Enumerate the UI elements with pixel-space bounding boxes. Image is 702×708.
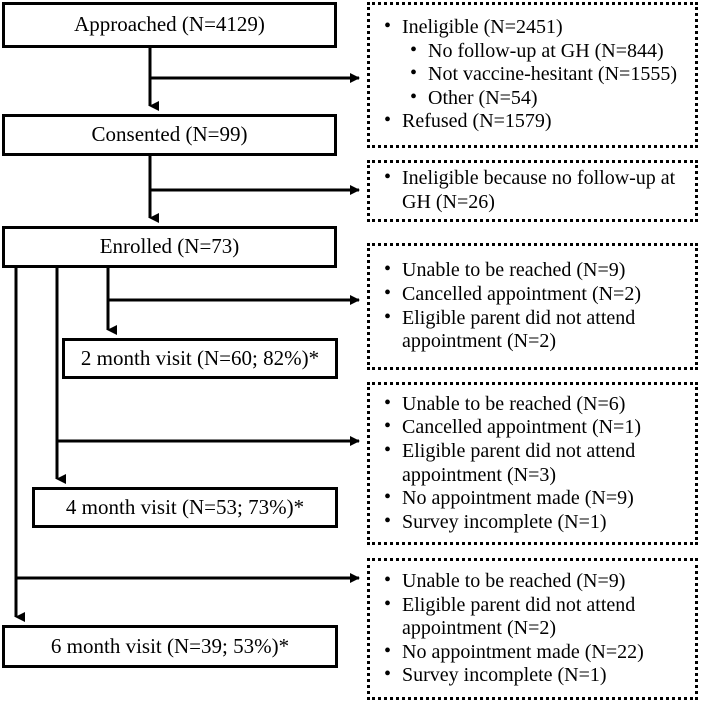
list-item: Survey incomplete (N=1): [380, 663, 687, 688]
list-item: Refused (N=1579): [380, 109, 687, 134]
node-visit-6-month-label: 6 month visit (N=39; 53%)*: [50, 633, 290, 658]
list-item: Eligible parent did not attend appointme…: [380, 593, 687, 641]
list-item: Unable to be reached (N=9): [380, 258, 687, 283]
sidebox-losses-visit4-list: Unable to be reached (N=6) Cancelled app…: [370, 392, 695, 535]
list-item: Ineligible (N=2451): [380, 15, 687, 40]
node-visit-6-month: 6 month visit (N=39; 53%)*: [2, 625, 338, 668]
node-enrolled: Enrolled (N=73): [2, 226, 337, 268]
node-consented-label: Consented (N=99): [91, 122, 248, 147]
sidebox-exclusions-screening-list: Ineligible (N=2451) No follow-up at GH (…: [370, 15, 695, 134]
list-item: No appointment made (N=22): [380, 640, 687, 665]
node-consented: Consented (N=99): [2, 114, 337, 156]
sidebox-losses-visit6: Unable to be reached (N=9) Eligible pare…: [367, 558, 698, 700]
sidebox-losses-visit6-list: Unable to be reached (N=9) Eligible pare…: [370, 569, 695, 688]
sidebox-losses-visit2: Unable to be reached (N=9) Cancelled app…: [367, 243, 698, 370]
list-item: Eligible parent did not attend appointme…: [380, 305, 687, 354]
list-item: No appointment made (N=9): [380, 486, 687, 511]
sidebox-exclusions-consent: Ineligible because no follow-up at GH (N…: [367, 160, 698, 222]
list-item: Unable to be reached (N=6): [380, 392, 687, 417]
node-enrolled-label: Enrolled (N=73): [99, 234, 240, 259]
list-item: Unable to be reached (N=9): [380, 569, 687, 594]
sidebox-losses-visit4: Unable to be reached (N=6) Cancelled app…: [367, 382, 698, 545]
sidebox-exclusions-screening: Ineligible (N=2451) No follow-up at GH (…: [367, 2, 698, 148]
node-approached: Approached (N=4129): [2, 2, 337, 48]
list-item: Survey incomplete (N=1): [380, 510, 687, 535]
sidebox-exclusions-consent-list: Ineligible because no follow-up at GH (N…: [370, 166, 695, 214]
list-item: No follow-up at GH (N=844): [380, 39, 687, 64]
node-visit-2-month: 2 month visit (N=60; 82%)*: [62, 338, 338, 379]
node-visit-4-month-label: 4 month visit (N=53; 73%)*: [65, 494, 305, 519]
list-item: Not vaccine-hesitant (N=1555): [380, 62, 687, 87]
list-item: Ineligible because no follow-up at GH (N…: [380, 166, 687, 214]
list-item: Cancelled appointment (N=2): [380, 282, 687, 307]
node-visit-2-month-label: 2 month visit (N=60; 82%)*: [80, 345, 320, 370]
list-item: Other (N=54): [380, 86, 687, 111]
sidebox-losses-visit2-list: Unable to be reached (N=9) Cancelled app…: [370, 258, 695, 354]
list-item: Cancelled appointment (N=1): [380, 415, 687, 440]
node-visit-4-month: 4 month visit (N=53; 73%)*: [32, 487, 338, 528]
list-item: Eligible parent did not attend appointme…: [380, 439, 687, 487]
node-approached-label: Approached (N=4129): [74, 12, 265, 37]
